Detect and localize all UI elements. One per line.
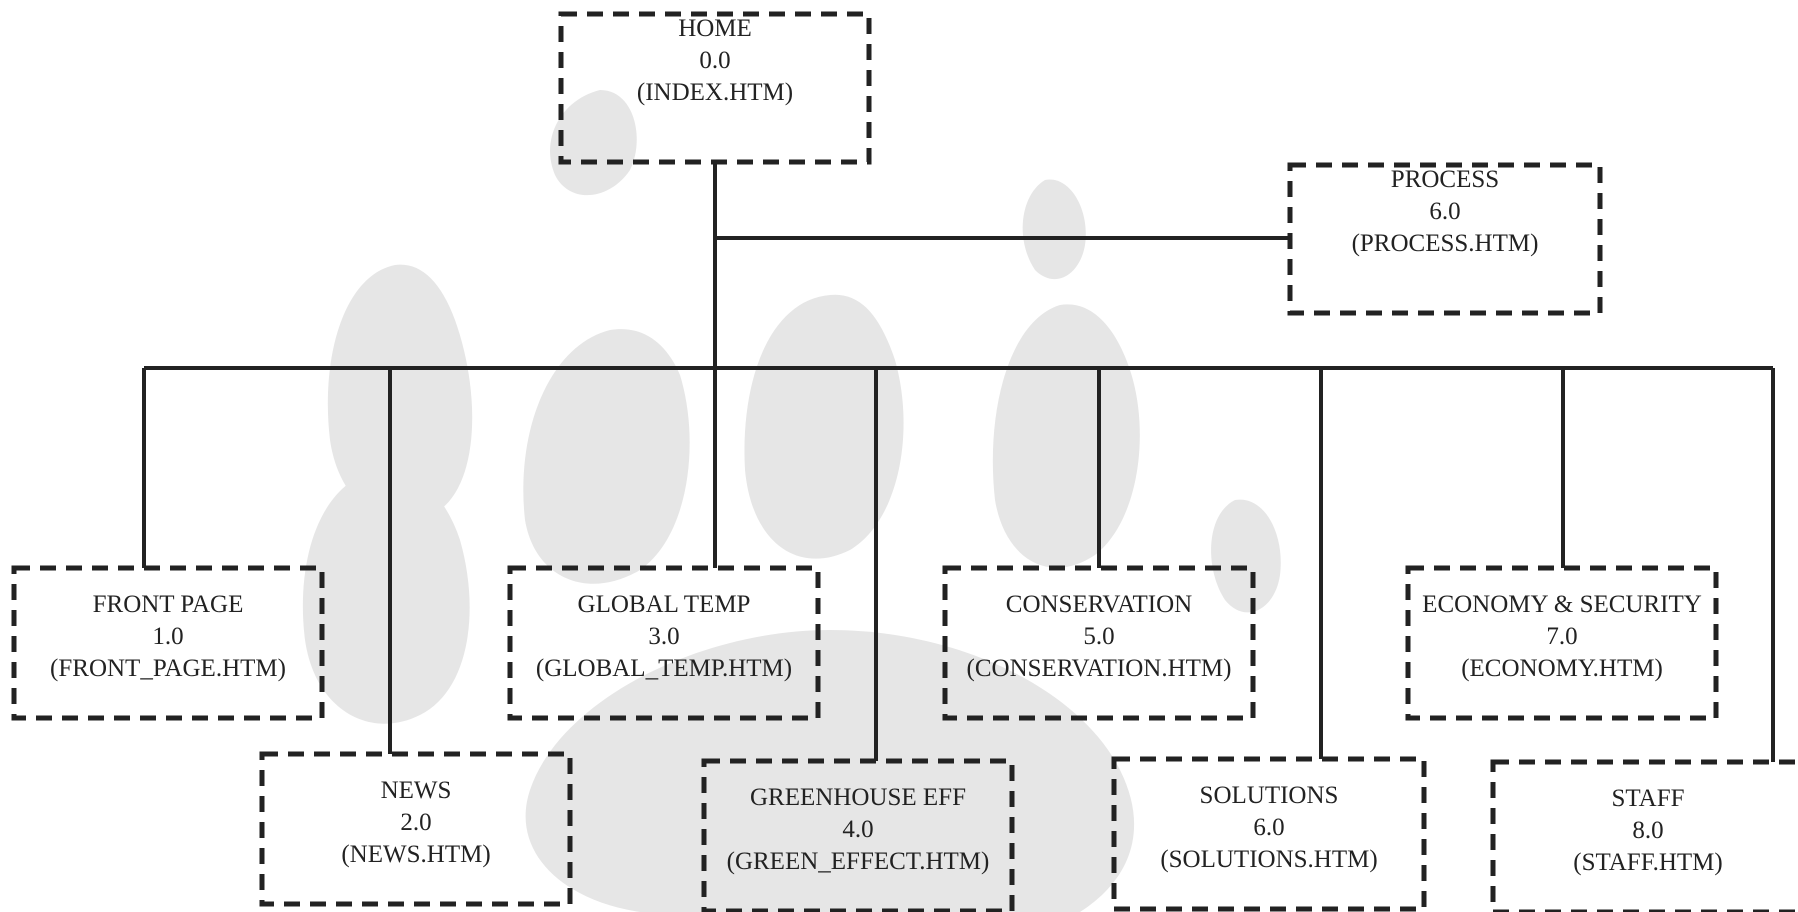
- paw-toe-left: [523, 329, 690, 584]
- node-greenhouse-eff-file: (GREEN_EFFECT.HTM): [727, 848, 990, 875]
- node-global-temp-number: 3.0: [648, 623, 679, 650]
- node-front-page-box: [11, 565, 325, 721]
- node-economy-security-file: (ECONOMY.HTM): [1461, 655, 1663, 682]
- node-process-name: PROCESS: [1391, 166, 1499, 193]
- node-home-number: 0.0: [699, 47, 730, 74]
- paw-toe-center: [744, 294, 904, 559]
- node-global-temp-box: [507, 565, 821, 721]
- node-process-number: 6.0: [1429, 198, 1460, 225]
- node-greenhouse-eff-name: GREENHOUSE EFF: [750, 784, 966, 811]
- paw-pad-main: [525, 630, 1135, 912]
- node-news-box: [259, 751, 573, 907]
- node-global-temp-file: (GLOBAL_TEMP.HTM): [536, 655, 792, 682]
- node-economy-security-number: 7.0: [1546, 623, 1577, 650]
- paw-toe-right: [992, 304, 1140, 568]
- node-conservation-name: CONSERVATION: [1006, 591, 1192, 618]
- node-economy-security-name: ECONOMY & SECURITY: [1422, 591, 1702, 618]
- node-solutions-file: (SOLUTIONS.HTM): [1160, 846, 1377, 873]
- paw-claw-mark-b: [1022, 179, 1086, 280]
- connector-lines: [142, 162, 1775, 762]
- node-process-file: (PROCESS.HTM): [1352, 230, 1539, 257]
- node-conservation-box: [942, 565, 1256, 721]
- node-news-number: 2.0: [400, 809, 431, 836]
- node-conservation: CONSERVATION 5.0 (CONSERVATION.HTM): [942, 565, 1256, 721]
- node-economy-security: ECONOMY & SECURITY 7.0 (ECONOMY.HTM): [1405, 565, 1719, 721]
- paw-claw-mark-a: [550, 90, 637, 196]
- node-global-temp: GLOBAL TEMP 3.0 (GLOBAL_TEMP.HTM): [507, 565, 821, 721]
- node-economy-security-box: [1405, 565, 1719, 721]
- node-home-file: (INDEX.HTM): [637, 79, 793, 106]
- node-process: PROCESS 6.0 (PROCESS.HTM): [1287, 162, 1603, 316]
- node-solutions-box: [1111, 756, 1427, 912]
- node-greenhouse-eff-box: [701, 758, 1015, 912]
- node-front-page-file: (FRONT_PAGE.HTM): [50, 655, 286, 682]
- node-solutions: SOLUTIONS 6.0 (SOLUTIONS.HTM): [1111, 756, 1427, 912]
- node-global-temp-name: GLOBAL TEMP: [578, 591, 751, 618]
- node-staff-name: STAFF: [1611, 785, 1684, 812]
- node-conservation-number: 5.0: [1083, 623, 1114, 650]
- node-process-box: [1287, 162, 1603, 316]
- node-front-page: FRONT PAGE 1.0 (FRONT_PAGE.HTM): [11, 565, 325, 721]
- node-front-page-name: FRONT PAGE: [93, 591, 244, 618]
- node-home: HOME 0.0 (INDEX.HTM): [558, 11, 872, 165]
- node-conservation-file: (CONSERVATION.HTM): [967, 655, 1232, 682]
- node-greenhouse-eff: GREENHOUSE EFF 4.0 (GREEN_EFFECT.HTM): [701, 758, 1015, 912]
- paw-print-watermark: [302, 90, 1281, 912]
- node-solutions-number: 6.0: [1253, 814, 1284, 841]
- node-front-page-number: 1.0: [152, 623, 183, 650]
- node-home-name: HOME: [678, 15, 752, 42]
- paw-toe-far-left: [327, 264, 473, 522]
- node-solutions-name: SOLUTIONS: [1200, 782, 1339, 809]
- paw-claw-mark-c: [1211, 499, 1281, 613]
- node-home-box: [558, 11, 872, 165]
- paw-pad-left: [302, 469, 470, 724]
- node-staff-file: (STAFF.HTM): [1573, 849, 1723, 876]
- node-staff-number: 8.0: [1632, 817, 1663, 844]
- node-news-file: (NEWS.HTM): [341, 841, 490, 868]
- node-news-name: NEWS: [381, 777, 452, 804]
- node-staff-box: [1490, 759, 1798, 912]
- node-news: NEWS 2.0 (NEWS.HTM): [259, 751, 573, 907]
- node-greenhouse-eff-number: 4.0: [842, 816, 873, 843]
- node-staff: STAFF 8.0 (STAFF.HTM): [1490, 759, 1798, 912]
